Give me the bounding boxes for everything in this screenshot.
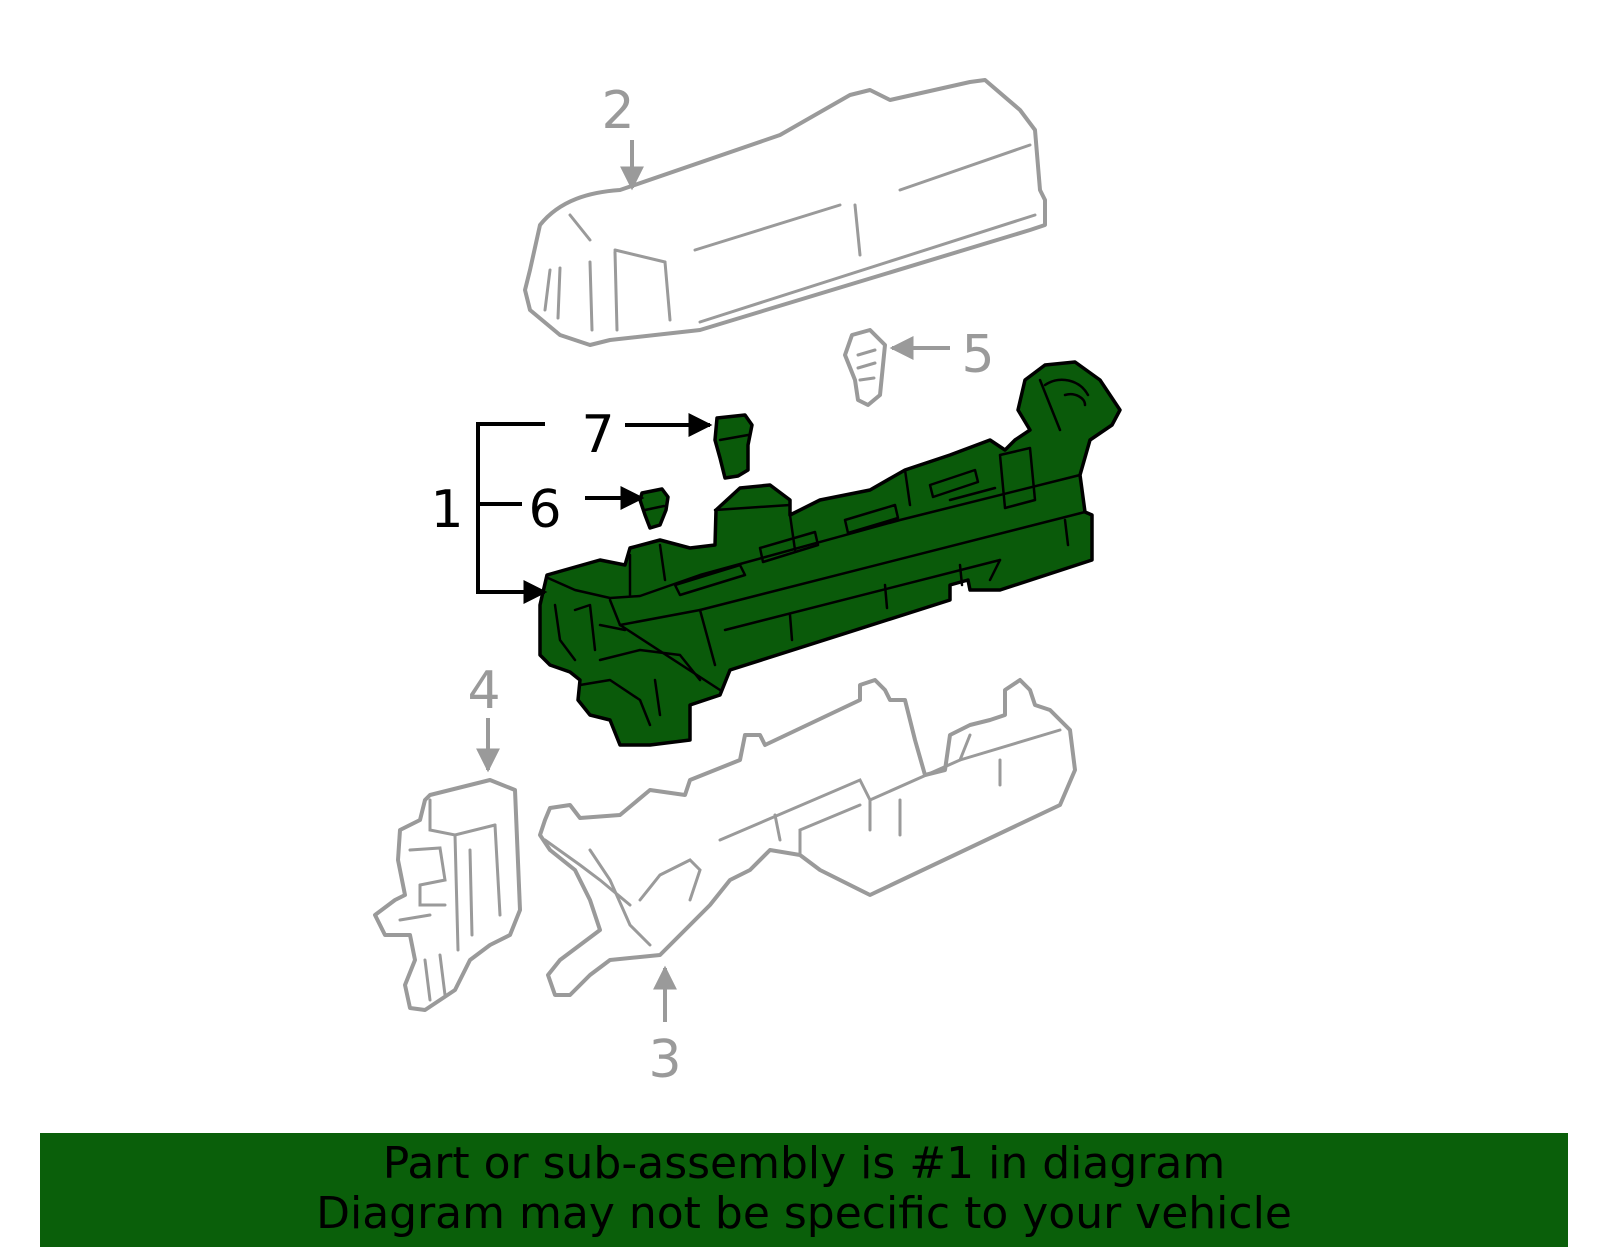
callout-4-label: 4 [467, 661, 500, 721]
banner-line-2: Diagram may not be specific to your vehi… [316, 1188, 1292, 1239]
callout-5-label: 5 [961, 325, 994, 385]
part-6-mini-fuse [638, 487, 670, 530]
callout-2-label: 2 [601, 81, 634, 141]
callout-6-label: 6 [528, 480, 561, 540]
info-banner: Part or sub-assembly is #1 in diagram Di… [40, 1133, 1568, 1247]
callout-3-label: 3 [648, 1030, 681, 1090]
callout-1-label: 1 [430, 480, 463, 540]
part-5-clip [843, 328, 887, 407]
part-1-fuse-box [538, 360, 1122, 747]
part-3-bracket [538, 678, 1077, 997]
callout-1-bracket [476, 422, 548, 604]
banner-line-1: Part or sub-assembly is #1 in diagram [382, 1138, 1226, 1189]
part-2-cover [523, 78, 1047, 347]
callout-7-label: 7 [581, 405, 614, 465]
part-4-relay-block [373, 778, 522, 1012]
part-7-fuse [713, 413, 754, 480]
